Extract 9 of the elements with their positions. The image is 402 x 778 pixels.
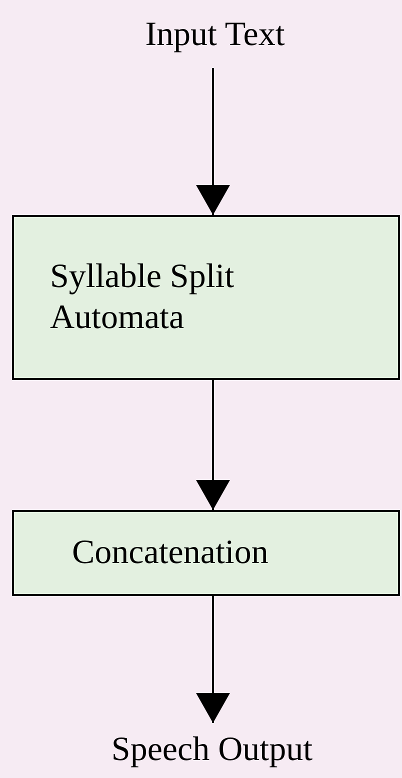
box-label: Syllable Split Automata — [50, 256, 236, 338]
arrow — [196, 596, 230, 723]
process-box — [12, 510, 400, 596]
arrow — [196, 380, 230, 510]
arrow — [196, 68, 230, 215]
process-box — [12, 215, 400, 380]
flow-label: Speech Output — [111, 730, 313, 770]
box-label: Concatenation — [72, 532, 268, 573]
flow-label: Input Text — [145, 14, 285, 55]
